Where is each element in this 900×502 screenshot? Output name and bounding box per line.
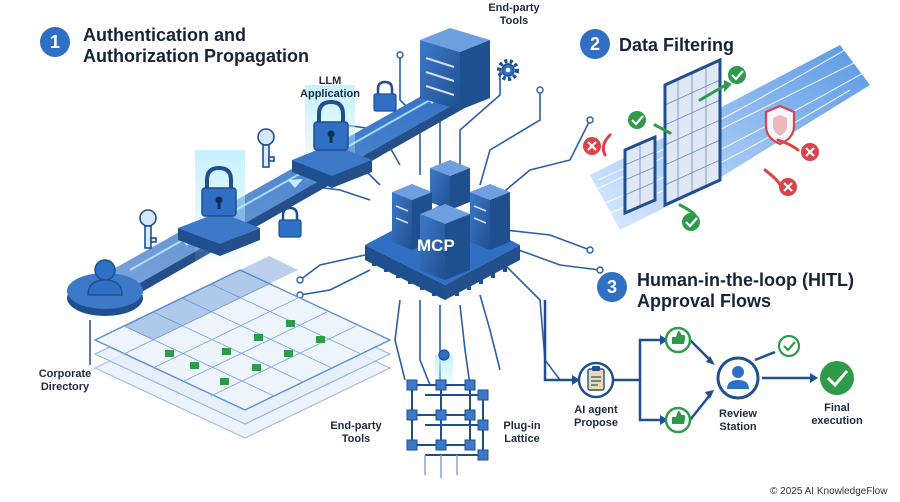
directory-grid <box>93 256 392 439</box>
filter-panel-small <box>623 134 657 216</box>
hitl-arrowheads <box>572 335 818 425</box>
llm-app-label: LLM Application <box>300 75 360 100</box>
section-3-number: 3 <box>597 272 627 302</box>
check-icon <box>682 213 700 231</box>
reviewer-icon <box>716 356 760 400</box>
lock-icon <box>313 99 349 151</box>
reject-icon <box>801 143 819 161</box>
key-icon <box>139 209 157 249</box>
check-icon <box>728 66 746 84</box>
reject-icon <box>779 178 797 196</box>
lock-icon <box>373 80 397 112</box>
ai-agent-label: AI agent Propose <box>573 404 618 429</box>
section-1-title-line2: Authorization Propagation <box>83 46 309 66</box>
final-execution-label: Final execution <box>811 402 863 427</box>
tools-server-top <box>420 28 490 110</box>
plugin-lattice-label: Plug-in Lattice <box>503 420 541 445</box>
section-3-title-line2: Approval Flows <box>637 291 772 311</box>
section-2-number: 2 <box>580 29 610 59</box>
hitl-connectors <box>543 300 812 422</box>
mcp-chip <box>365 160 520 300</box>
corporate-directory-label: Corporate Directory <box>38 368 92 393</box>
review-station-label: Review Station <box>719 408 757 433</box>
section-1-number: 1 <box>40 27 70 57</box>
lock-icon <box>278 206 302 238</box>
tools-top-label: End-party Tools <box>488 2 540 27</box>
section-3-title-line1: Human-in-the-loop (HITL) <box>637 270 854 290</box>
check-icon <box>777 334 801 358</box>
mcp-label: MCP <box>417 236 455 255</box>
thumbs-up-icon <box>664 406 692 434</box>
thumbs-up-icon <box>664 326 692 354</box>
lock-pedestal <box>292 144 372 188</box>
shield-icon <box>764 104 796 146</box>
section-2-title: Data Filtering <box>619 35 735 55</box>
tools-bottom-label: End-party Tools <box>330 420 382 445</box>
copyright-footer: © 2025 AI KnowledgeFlow <box>770 486 888 497</box>
filter-panel-large <box>663 57 722 208</box>
circuit-traces <box>299 55 601 386</box>
section-1-title-line1: Authentication and <box>83 25 246 45</box>
plugin-lattice <box>406 349 489 478</box>
gear-icon <box>497 59 519 81</box>
clipboard-icon <box>577 361 615 399</box>
user-node <box>67 259 143 316</box>
key-icon <box>257 128 275 168</box>
lock-pedestal <box>178 212 260 256</box>
lock-icon <box>201 165 237 217</box>
final-check-icon <box>820 361 854 395</box>
check-icon <box>628 111 646 129</box>
reject-icon <box>583 137 601 155</box>
